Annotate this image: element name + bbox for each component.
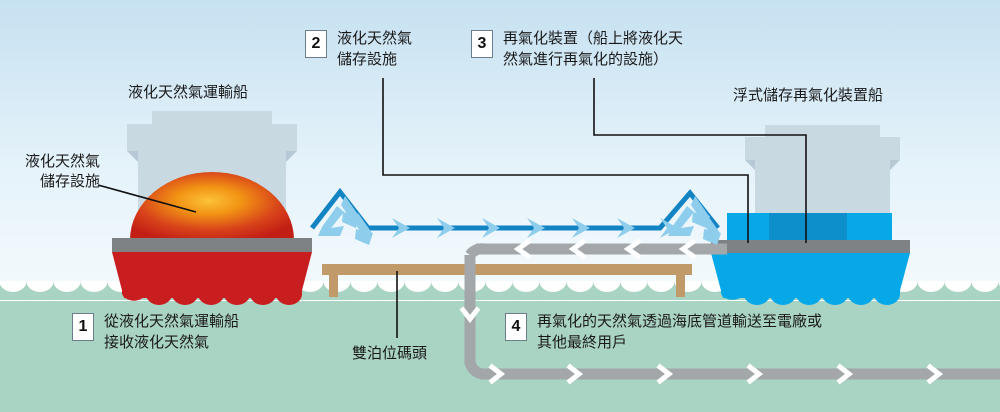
step-3-number: 3 (471, 30, 493, 58)
pipeline-flow-chevrons-seabed (488, 363, 944, 385)
pipeline-flow-chevron-riser (459, 306, 481, 324)
step-4-number: 4 (505, 313, 527, 341)
step-1-number: 1 (72, 313, 94, 341)
leader-lng-storage-left (97, 184, 197, 213)
label-lng-carrier: 液化天然氣運輸船 (128, 84, 249, 101)
leader-lines (97, 78, 807, 338)
label-dual-berth-jetty: 雙泊位碼頭 (352, 345, 428, 362)
sea-water (0, 289, 1000, 412)
fsru-deck (711, 240, 910, 253)
step-4-text: 再氣化的天然氣透過海底管道輸送至電廠或 其他最終用戶 (537, 313, 823, 351)
fsru-ship (711, 125, 910, 305)
pipeline-flow-chevrons-deck (513, 238, 697, 260)
lng-carrier-deck (112, 238, 312, 252)
fsru-waterline-scallops (721, 281, 900, 305)
leader-step-2 (382, 78, 749, 243)
lng-carrier-waterline-scallops (122, 281, 302, 305)
step-1-text: 從液化天然氣運輸船 接收液化天然氣 (104, 313, 240, 351)
step-3-text: 再氣化裝置（船上將液化天 然氣進行再氣化的設施） (503, 30, 684, 68)
dual-berth-jetty (322, 264, 692, 297)
label-fsru-ship: 浮式儲存再氣化裝置船 (733, 87, 884, 104)
step-2-number: 2 (305, 30, 327, 58)
lng-carrier-ship (112, 111, 312, 305)
label-lng-storage-facility-left: 液化天然氣 儲存設施 (24, 153, 100, 190)
lng-transfer-chevrons (318, 196, 721, 245)
leader-step-3 (593, 78, 807, 243)
lng-transfer-arrow-path (310, 187, 721, 245)
lng-storage-dome (130, 172, 294, 240)
step-2-text: 液化天然氣 儲存設施 (337, 30, 413, 68)
